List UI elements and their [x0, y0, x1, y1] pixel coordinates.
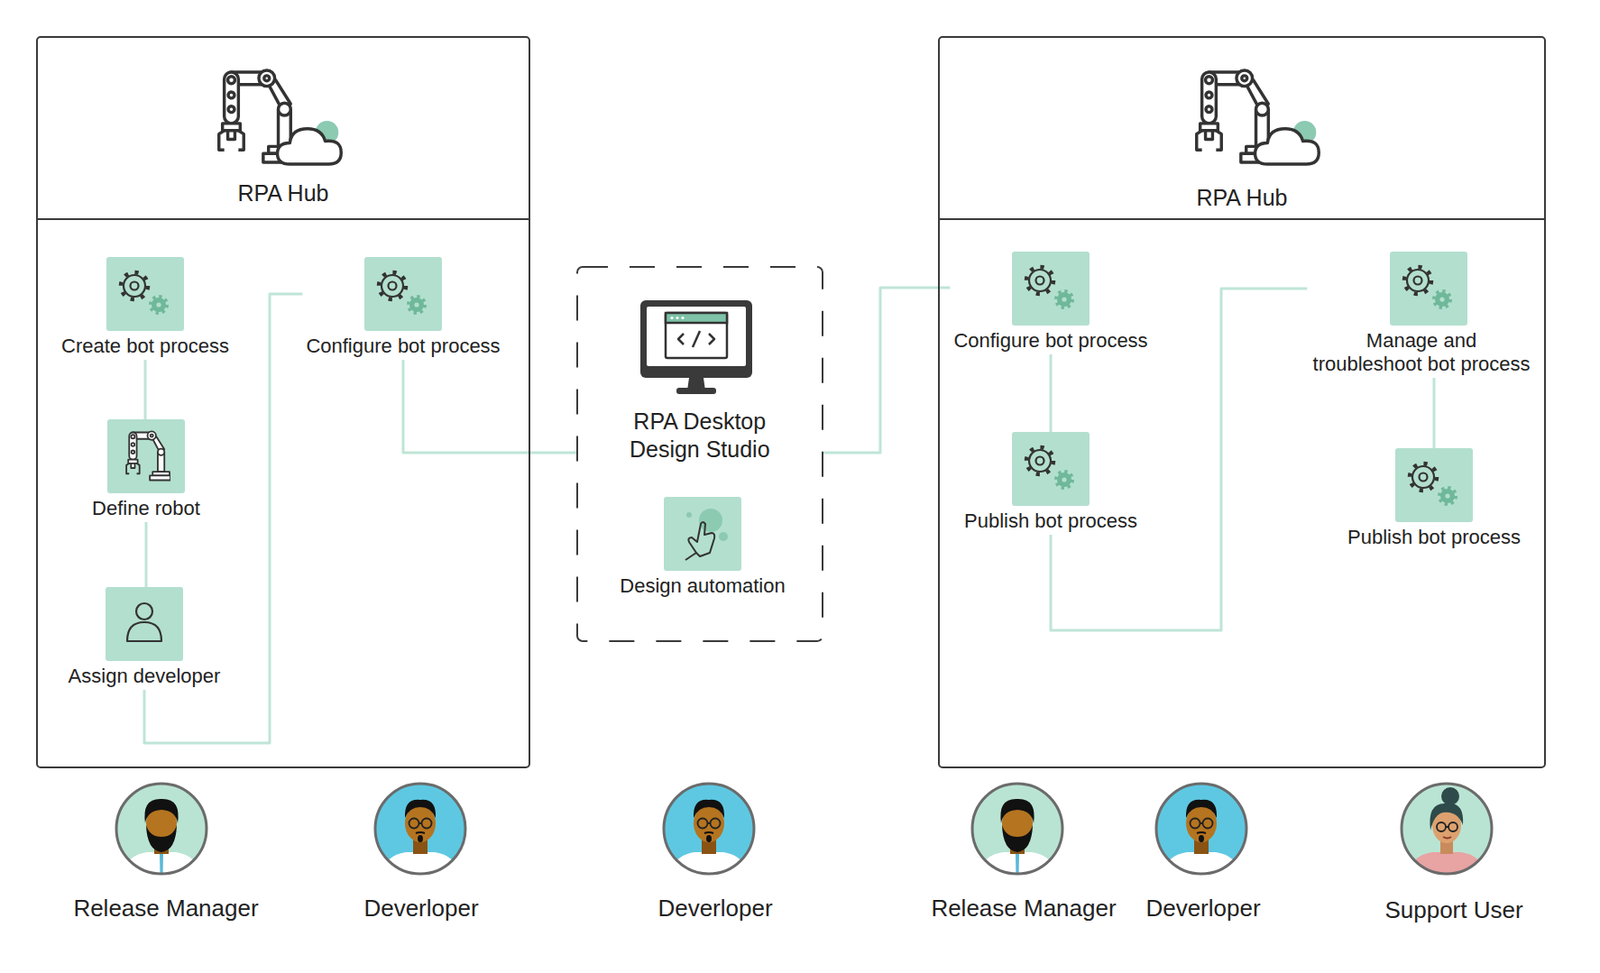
flow-connector: [145, 522, 148, 588]
hub-panel: Create bot processDefine robotAssign dev…: [36, 36, 531, 769]
person-icon: [105, 587, 184, 662]
robot-icon: [107, 419, 185, 494]
dashed-outline: [577, 266, 823, 642]
gear-icon: [1011, 432, 1090, 506]
role-label: Deverloper: [363, 893, 479, 923]
process-step: Define robot: [88, 419, 204, 523]
avatar: [116, 783, 207, 880]
gear-icon: [364, 257, 442, 332]
role-label: Support User: [1384, 895, 1523, 925]
flow-connector: [144, 359, 148, 420]
process-step: Manage and troubleshoot bot process: [1306, 251, 1536, 378]
step-label: Create bot process: [61, 334, 230, 359]
robot-cloud-icon: [1196, 70, 1319, 165]
flow-connector: [823, 287, 950, 453]
role-label: Deverloper: [657, 893, 773, 923]
process-step: Assign developer: [64, 587, 225, 690]
step-label: Publish bot process: [964, 509, 1138, 534]
step-label: Design automation: [619, 574, 785, 598]
avatar: [1401, 783, 1492, 880]
flow-connector: [1050, 288, 1307, 631]
gear-icon: [106, 257, 184, 332]
group-title: RPA Desktop Design Studio: [615, 407, 785, 464]
process-step: Publish bot process: [1343, 448, 1525, 552]
header-divider: [937, 218, 1546, 221]
header-divider: [36, 218, 531, 221]
avatar: [972, 783, 1063, 880]
panel-title: RPA Hub: [37, 179, 529, 207]
step-label: Configure bot process: [305, 334, 500, 359]
monitor-icon: [640, 300, 753, 395]
avatar: [375, 783, 466, 880]
role-label: Deverloper: [1145, 893, 1260, 923]
flow-connector: [144, 294, 303, 744]
role-label: Release Manager: [73, 893, 258, 923]
hand-icon: [663, 496, 742, 571]
flow-connector: [1049, 354, 1053, 433]
gear-icon: [1395, 448, 1473, 523]
flow-connector: [1433, 377, 1436, 449]
dashed-outline: [576, 266, 824, 643]
process-step: Publish bot process: [960, 432, 1141, 535]
panel-title: RPA Hub: [939, 183, 1545, 212]
avatar: [1156, 783, 1247, 880]
step-label: Define robot: [91, 496, 201, 521]
process-step: Configure bot process: [949, 251, 1151, 355]
flow-connector: [403, 359, 577, 453]
process-step: Design automation: [616, 496, 789, 600]
process-step: Create bot process: [57, 257, 233, 360]
step-label: Assign developer: [68, 664, 221, 689]
robot-cloud-icon: [219, 70, 341, 165]
avatar: [663, 783, 755, 880]
step-label: Manage and troubleshoot bot process: [1310, 329, 1532, 377]
step-label: Publish bot process: [1347, 525, 1521, 550]
studio-group: Design automation RPA Desktop Design Stud…: [576, 266, 824, 643]
step-label: Configure bot process: [953, 329, 1148, 353]
hub-panel: Configure bot processPublish bot process…: [937, 36, 1546, 769]
gear-icon: [1389, 251, 1468, 326]
role-label: Release Manager: [930, 893, 1116, 923]
gear-icon: [1011, 251, 1090, 326]
process-step: Configure bot process: [302, 257, 504, 360]
